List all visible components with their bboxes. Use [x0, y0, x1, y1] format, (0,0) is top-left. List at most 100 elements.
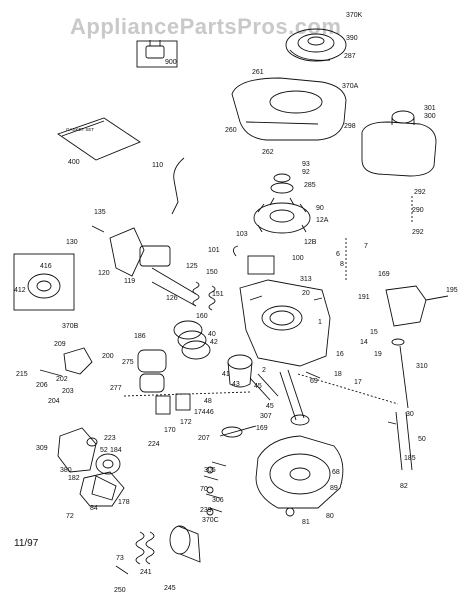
- part-label: 17: [354, 379, 362, 386]
- part-label: 43: [232, 381, 240, 388]
- recoil-starter-drawing: [285, 28, 347, 62]
- part-label: 84: [90, 505, 98, 512]
- part-label: 170: [164, 427, 176, 434]
- part-label: 370B: [62, 323, 79, 330]
- part-label: 169: [256, 425, 268, 432]
- part-label: 80: [326, 513, 334, 520]
- piston-rings-drawing: [173, 320, 211, 360]
- watermark: AppliancePartsPros.com: [70, 14, 342, 39]
- part-label: 241: [140, 569, 152, 576]
- piston-drawing: [227, 354, 253, 388]
- part-label: 204: [48, 398, 60, 405]
- float-bowl-drawing: [79, 437, 125, 507]
- part-label: 370A: [342, 83, 359, 90]
- part-label: 261: [252, 69, 264, 76]
- part-label: 92: [302, 169, 310, 176]
- carb-bowl-drawing: [57, 427, 121, 501]
- part-labels: 370K 390 900 287 261 370A 260 301 300 29…: [14, 12, 458, 594]
- part-label: 15: [370, 329, 378, 336]
- flywheel-drawing: [253, 173, 311, 234]
- part-label: 206: [36, 382, 48, 389]
- part-label: 215: [16, 371, 28, 378]
- part-label: 416: [40, 263, 52, 270]
- part-label: 89: [330, 485, 338, 492]
- part-label: 16: [336, 351, 344, 358]
- part-label: 250: [114, 587, 126, 594]
- box-900-drawing: [136, 40, 178, 68]
- part-label: 290: [412, 207, 424, 214]
- part-label: 150: [206, 269, 218, 276]
- part-label: 195: [446, 287, 458, 294]
- drawing: [13, 28, 449, 575]
- part-label: 260: [225, 127, 237, 134]
- part-label: 6: [336, 251, 340, 258]
- part-label: 8: [340, 261, 344, 268]
- part-label: 169: [378, 271, 390, 278]
- part-label: 207: [198, 435, 210, 442]
- part-label: 370K: [346, 12, 363, 19]
- ignition-module-drawing: [233, 245, 275, 275]
- part-label: 103: [236, 231, 248, 238]
- part-label: 305: [204, 467, 216, 474]
- part-label: 45: [254, 383, 262, 390]
- part-label: 209: [54, 341, 66, 348]
- part-label: 185: [404, 455, 416, 462]
- part-label: 40: [208, 331, 216, 338]
- part-label: 285: [304, 182, 316, 189]
- part-label: 245: [164, 585, 176, 592]
- part-label: 184: [110, 447, 122, 454]
- part-label: 110: [152, 162, 163, 169]
- part-label: 287: [344, 53, 356, 60]
- fuel-line-drawing: [171, 157, 185, 215]
- part-label: 73: [116, 555, 124, 562]
- part-label: 300: [424, 113, 436, 120]
- part-label: 41: [222, 371, 230, 378]
- part-label: 68: [332, 469, 340, 476]
- part-label: 202: [56, 376, 68, 383]
- muffler-drawing: [155, 393, 191, 415]
- part-label: 307: [260, 413, 272, 420]
- part-label: 277: [110, 385, 122, 392]
- part-label: 412: [14, 287, 26, 294]
- part-label: 178: [118, 499, 130, 506]
- part-label: 135: [94, 209, 106, 216]
- part-label: 186: [134, 333, 146, 340]
- part-label: 7: [364, 243, 368, 250]
- camshaft-drawing: [219, 425, 257, 438]
- part-label: 306: [212, 497, 224, 504]
- part-label: 42: [210, 339, 218, 346]
- part-label: 200: [102, 353, 114, 360]
- part-label: 18: [334, 371, 342, 378]
- spring-245-drawing: [135, 531, 155, 565]
- part-label: 309: [36, 445, 48, 452]
- part-label: 400: [68, 159, 80, 166]
- part-label: 191: [358, 294, 370, 301]
- part-label: 93: [302, 161, 310, 168]
- engine-block-drawing: [239, 279, 331, 367]
- part-label: 48: [204, 398, 212, 405]
- screen-416-drawing: [13, 253, 75, 311]
- part-label: 50: [418, 436, 426, 443]
- part-label: 310: [416, 363, 428, 370]
- part-label: 125: [186, 263, 198, 270]
- gasket-set-label: GASKET SET: [66, 127, 94, 132]
- part-label: 370C: [202, 517, 219, 524]
- part-label: 203: [62, 388, 74, 395]
- part-label: 70: [200, 486, 208, 493]
- part-label: 69: [310, 378, 318, 385]
- part-label: 301: [424, 105, 436, 112]
- control-bracket-drawing: [385, 285, 449, 327]
- part-label: 14: [360, 339, 368, 346]
- part-label: 239: [200, 507, 212, 514]
- part-label: 2: [262, 367, 266, 374]
- part-label: 275: [122, 359, 134, 366]
- part-label: 12B: [304, 239, 317, 246]
- part-label: 52: [100, 447, 108, 454]
- part-label: 45: [266, 403, 274, 410]
- part-label: 223: [104, 435, 116, 442]
- part-label: 82: [400, 483, 408, 490]
- part-label: 46: [206, 409, 214, 416]
- part-label: 30: [406, 411, 414, 418]
- shroud-drawing: [231, 77, 347, 141]
